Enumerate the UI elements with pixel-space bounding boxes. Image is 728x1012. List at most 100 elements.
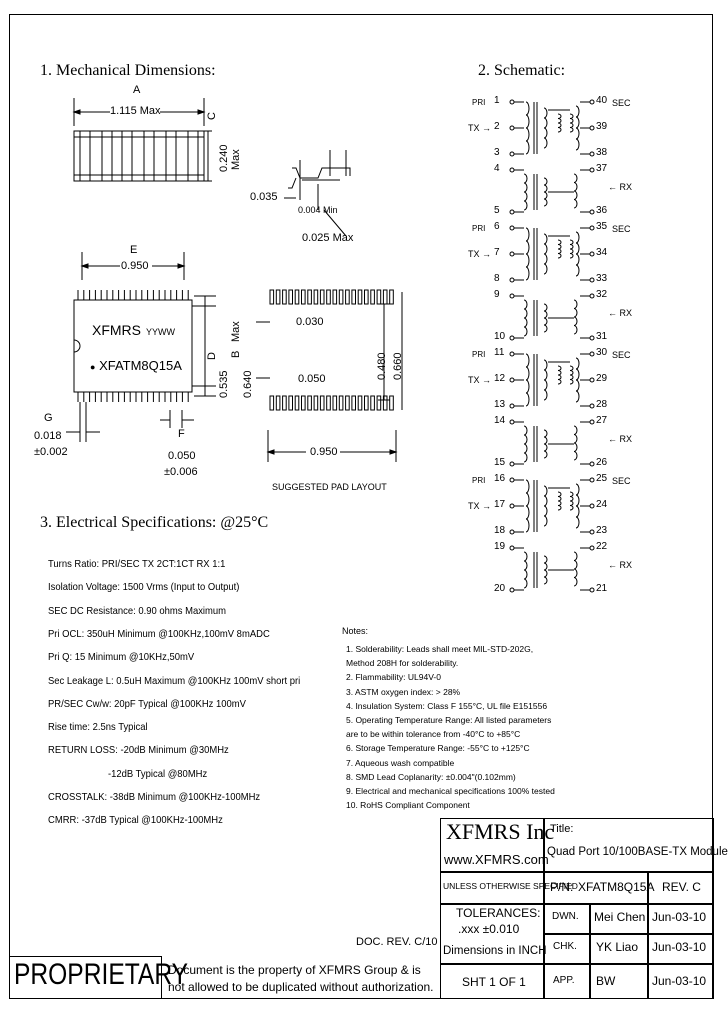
pn-label: P/N:: [550, 880, 574, 894]
pin-label: 39: [596, 121, 608, 132]
proprietary-line1: Document is the property of XFMRS Group …: [168, 963, 421, 977]
dim-A-value: 1.115 Max: [110, 105, 161, 117]
pin-label: 31: [596, 331, 608, 342]
app-label-cell: [544, 964, 590, 999]
pin-label: 19: [494, 541, 506, 552]
pin-label: 13: [494, 399, 506, 410]
title-cell: [544, 818, 714, 872]
note-line: are to be within tolerance from -40°C to…: [346, 729, 521, 740]
pin-label: 15: [494, 457, 506, 468]
note-line: 7. Aqueous wash compatible: [346, 757, 455, 768]
chk-name: YK Liao: [596, 940, 639, 954]
dim-0035: 0.035: [250, 191, 278, 203]
pin-label: 30: [596, 347, 608, 358]
part-number-text: XFATM8Q15A: [99, 358, 182, 373]
chk-name-cell: [590, 934, 648, 964]
tx-label: TX →: [468, 249, 492, 259]
spec-line: Isolation Voltage: 1500 Vrms (Input to O…: [48, 581, 240, 594]
pin-label: 14: [494, 415, 506, 426]
tx-label: TX →: [468, 501, 492, 511]
company-name: XFMRS Inc: [446, 819, 555, 844]
chk-date: Jun-03-10: [652, 940, 707, 954]
dimensions-unit: Dimensions in INCH: [443, 945, 547, 957]
note-line: Method 208H for solderability.: [346, 658, 459, 669]
pri-label: PRI: [472, 476, 486, 485]
note-line: 5. Operating Temperature Range: All list…: [346, 715, 552, 725]
pri-label: PRI: [472, 224, 486, 233]
note-line: 2. Flammability: UL94V-0: [346, 672, 441, 683]
app-name-cell: [590, 964, 648, 999]
pin-label: 17: [494, 499, 506, 510]
spec-line: CMRR: -37dB Typical @100KHz-100MHz: [48, 814, 223, 827]
pin-label: 3: [494, 147, 500, 158]
note-line: 6. Storage Temperature Range: -55°C to +…: [346, 743, 530, 754]
tolerance-cell: [440, 904, 544, 964]
spec-line: Pri Q: 15 Minimum @10KHz,50mV: [48, 651, 195, 664]
pin-label: 26: [596, 457, 608, 468]
chk-label-cell: [544, 934, 590, 964]
pn-cell: [544, 872, 648, 904]
part-date-code: YYWW: [146, 327, 175, 337]
chk-label: CHK.: [553, 941, 577, 952]
rev-cell: [648, 872, 714, 904]
part-number: XFATM8Q15A: [578, 880, 655, 894]
pin-label: 21: [596, 583, 608, 594]
app-date-cell: [648, 964, 714, 999]
pin-label: 4: [494, 163, 500, 174]
proprietary-box: [9, 956, 162, 999]
dim-0025: 0.025 Max: [302, 232, 354, 244]
spec-line: RETURN LOSS: -20dB Minimum @30MHz: [48, 744, 229, 757]
title-label: Title:: [550, 823, 574, 835]
note-line: 9. Electrical and mechanical specificati…: [346, 786, 555, 796]
pin-label: 16: [494, 473, 506, 484]
pad-dim-030: 0.030: [296, 316, 324, 328]
dim-E-value: 0.950: [121, 260, 149, 272]
dim-A-label: A: [133, 84, 141, 96]
pin-label: 11: [494, 347, 505, 358]
note-line: 8. SMD Lead Coplanarity: ±0.004"(0.102mm…: [346, 771, 516, 782]
unless-specified: UNLESS OTHERWISE SPECIFIED: [443, 881, 578, 891]
pin-label: 8: [494, 273, 500, 284]
spec-line: Pri OCL: 350uH Minimum @100KHz,100mV 8mA…: [48, 627, 270, 640]
pri-label: PRI: [472, 98, 486, 107]
pin-label: 32: [596, 289, 608, 300]
spec-line: Rise time: 2.5ns Typical: [48, 721, 148, 734]
spec-line: -12dB Typical @80MHz: [108, 767, 208, 780]
sec-label: SEC: [612, 98, 631, 108]
pin-label: 24: [596, 499, 608, 510]
pin-label: 20: [494, 583, 506, 594]
pin-label: 29: [596, 373, 608, 384]
spec-line: PR/SEC Cw/w: 20pF Typical @100KHz 100mV: [48, 697, 246, 710]
pad-dim-950: 0.950: [310, 446, 338, 458]
dim-G-value2: ±0.002: [34, 446, 68, 458]
spec-line: Sec Leakage L: 0.5uH Maximum @100KHz 100…: [48, 674, 301, 687]
app-name: BW: [596, 974, 616, 988]
tx-label: TX →: [468, 375, 492, 385]
pin-label: 6: [494, 221, 500, 232]
pad-dim-050: 0.050: [298, 373, 326, 385]
dim-F-label: F: [178, 428, 185, 440]
pin-label: 38: [596, 147, 608, 158]
mech-dimensions-title: 1. Mechanical Dimensions:: [40, 62, 216, 79]
part-brand: XFMRS: [92, 322, 141, 338]
dim-E-label: E: [130, 244, 138, 256]
tolerances-label: TOLERANCES:: [456, 906, 541, 920]
dim-0004: 0.004 Min: [298, 205, 338, 215]
note-line: 10. RoHS Compliant Component: [346, 800, 470, 811]
pin-label: 28: [596, 399, 608, 410]
pin-label: 10: [494, 331, 506, 342]
pin-label: 23: [596, 525, 608, 536]
dwn-name-cell: [590, 904, 648, 934]
pin-label: 5: [494, 205, 500, 216]
sheet-number: SHT 1 OF 1: [462, 975, 526, 989]
rx-label: ← RX: [608, 434, 633, 444]
pin-label: 25: [596, 473, 608, 484]
document-title: Quad Port 10/100BASE-TX Module: [547, 846, 728, 858]
dwn-label-cell: [544, 904, 590, 934]
rx-label: ← RX: [608, 308, 633, 318]
pin-label: 34: [596, 247, 608, 258]
pin-label: 36: [596, 205, 608, 216]
sec-label: SEC: [612, 350, 631, 360]
company-website: www.XFMRS.com: [444, 852, 549, 867]
